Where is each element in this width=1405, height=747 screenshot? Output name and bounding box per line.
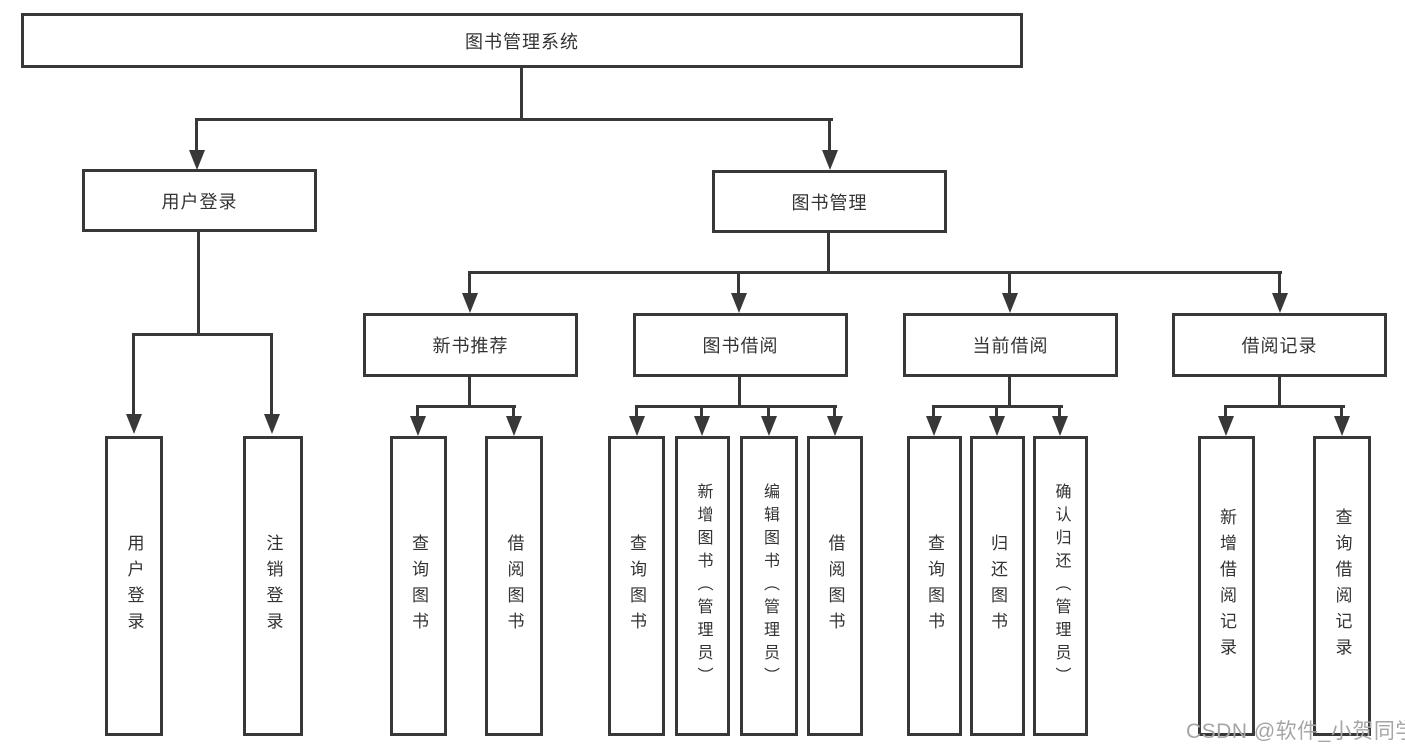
connector-borrow-record-stem [1278, 377, 1281, 408]
leaf-label: 查询借阅记录 [1332, 508, 1352, 664]
connector-root-stem [520, 68, 523, 118]
leaf-label: 查询图书 [925, 534, 944, 638]
arrowhead-down-icon [410, 416, 426, 436]
connector-drop [1058, 405, 1061, 418]
leaf-current-return: 归还图书 [970, 436, 1025, 736]
connector-current-borrow-stem [1008, 377, 1011, 408]
connector-drop-login [132, 333, 135, 416]
arrowhead-down-icon [989, 416, 1005, 436]
leaf-current-query: 查询图书 [907, 436, 962, 736]
leaf-record-add: 新增借阅记录 [1198, 436, 1255, 736]
arrowhead-down-icon [189, 150, 205, 170]
leaf-label: 查询图书 [627, 534, 646, 638]
node-borrow-record-label: 借阅记录 [1241, 336, 1318, 356]
leaf-record-query: 查询借阅记录 [1313, 436, 1371, 736]
arrowhead-down-icon [731, 293, 747, 313]
arrowhead-down-icon [1052, 416, 1068, 436]
connector-drop [416, 405, 419, 418]
node-new-book-recommend-label: 新书推荐 [432, 336, 509, 356]
node-book-borrow-label: 图书借阅 [702, 336, 779, 356]
connector-drop-borrow-record [1278, 271, 1281, 295]
connector-drop [833, 405, 836, 418]
leaf-current-confirm-return-admin: 确认归还（管理员） [1033, 436, 1088, 736]
connector-drop-book-management [828, 118, 831, 154]
connector-drop-book-borrow [737, 271, 740, 295]
node-new-book-recommend: 新书推荐 [363, 313, 578, 377]
leaf-new-book-borrow: 借阅图书 [485, 436, 543, 736]
connector-drop [635, 405, 638, 418]
arrowhead-down-icon [827, 416, 843, 436]
arrowhead-down-icon [761, 416, 777, 436]
leaf-borrow-book: 借阅图书 [807, 436, 863, 736]
leaf-borrow-edit-admin: 编辑图书（管理员） [740, 436, 798, 736]
connector-drop [932, 405, 935, 418]
leaf-label: 借阅图书 [504, 534, 524, 638]
leaf-label: 用户登录 [124, 534, 144, 638]
leaf-new-book-query: 查询图书 [390, 436, 447, 736]
arrowhead-down-icon [1002, 293, 1018, 313]
connector-user-login-stem [197, 232, 200, 336]
node-root-label: 图书管理系统 [465, 31, 579, 52]
leaf-label: 注销登录 [263, 534, 283, 638]
connector-drop [700, 405, 703, 418]
connector-book-management-spread [468, 271, 1282, 274]
arrowhead-down-icon [694, 416, 710, 436]
node-user-login: 用户登录 [82, 169, 317, 232]
connector-root-spread [195, 118, 833, 121]
node-root: 图书管理系统 [21, 13, 1023, 68]
connector-new-book-spread [416, 405, 516, 408]
leaf-label: 新增借阅记录 [1217, 508, 1236, 664]
node-book-management-label: 图书管理 [791, 192, 868, 213]
connector-drop-user-login [195, 118, 198, 154]
node-borrow-record: 借阅记录 [1172, 313, 1387, 377]
csdn-watermark: CSDN @软件_小贺同学 [1186, 720, 1405, 743]
leaf-label: 编辑图书（管理员） [761, 482, 778, 690]
arrowhead-down-icon [462, 293, 478, 313]
connector-drop [1340, 405, 1343, 418]
connector-drop [995, 405, 998, 418]
connector-drop-current-borrow [1008, 271, 1011, 295]
arrowhead-down-icon [1218, 416, 1234, 436]
connector-drop [512, 405, 515, 418]
leaf-borrow-query: 查询图书 [608, 436, 665, 736]
leaf-label: 归还图书 [988, 534, 1007, 638]
leaf-label: 查询图书 [409, 534, 428, 638]
connector-borrow-record-spread [1224, 405, 1345, 408]
arrowhead-down-icon [1272, 293, 1288, 313]
leaf-label: 新增图书（管理员） [694, 482, 712, 690]
connector-drop-new-book [468, 271, 471, 295]
arrowhead-down-icon [629, 416, 645, 436]
connector-drop-logout [270, 333, 273, 416]
connector-drop [1224, 405, 1227, 418]
connector-book-borrow-stem [738, 377, 741, 408]
leaf-label: 借阅图书 [825, 534, 845, 638]
arrowhead-down-icon [506, 416, 522, 436]
node-book-management: 图书管理 [712, 170, 947, 233]
connector-drop [767, 405, 770, 418]
leaf-borrow-add-admin: 新增图书（管理员） [675, 436, 730, 736]
arrowhead-down-icon [1334, 416, 1350, 436]
connector-user-login-spread [132, 333, 273, 336]
connector-book-borrow-spread [635, 405, 837, 408]
arrowhead-down-icon [822, 150, 838, 170]
leaf-logout: 注销登录 [243, 436, 303, 736]
leaf-label: 确认归还（管理员） [1052, 482, 1070, 690]
leaf-user-login: 用户登录 [105, 436, 163, 736]
node-current-borrow-label: 当前借阅 [972, 336, 1049, 356]
arrowhead-down-icon [126, 414, 142, 434]
arrowhead-down-icon [264, 414, 280, 434]
connector-book-management-stem [827, 233, 830, 273]
node-book-borrow: 图书借阅 [633, 313, 848, 377]
arrowhead-down-icon [926, 416, 942, 436]
node-current-borrow: 当前借阅 [903, 313, 1118, 377]
node-user-login-label: 用户登录 [161, 191, 238, 212]
connector-new-book-stem [468, 377, 471, 408]
